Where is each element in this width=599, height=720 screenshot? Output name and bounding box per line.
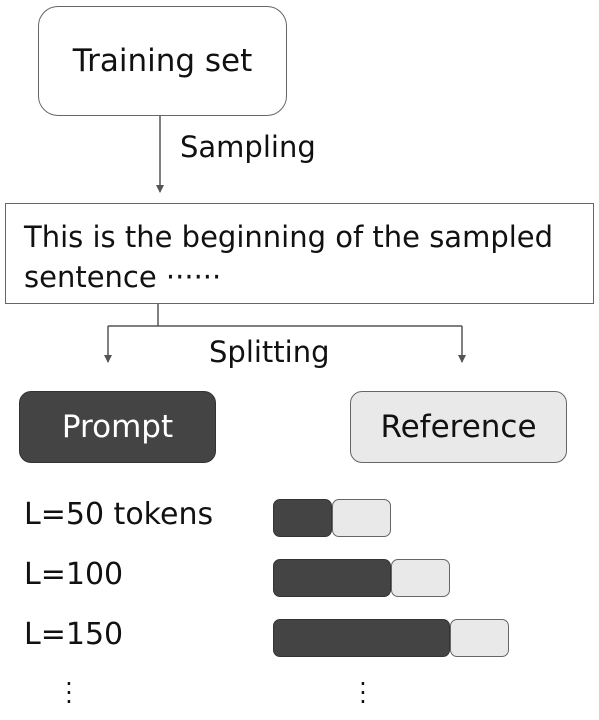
- reference-bar-100: [391, 559, 450, 597]
- continuation-dots-right: ···: [359, 670, 367, 716]
- training-set-box: Training set: [38, 6, 287, 116]
- continuation-dots-left: ···: [65, 670, 73, 716]
- length-label-150: L=150: [24, 617, 124, 652]
- prompt-bar-50: [273, 499, 332, 537]
- sampled-sentence-box: This is the beginning of the sampled sen…: [5, 203, 594, 304]
- prompt-label: Prompt: [61, 409, 174, 445]
- reference-box: Reference: [350, 391, 567, 463]
- splitting-label: Splitting: [209, 335, 330, 369]
- length-label-50: L=50 tokens: [24, 497, 214, 532]
- prompt-bar-150: [273, 619, 450, 657]
- reference-bar-50: [332, 499, 391, 537]
- training-set-label: Training set: [72, 43, 253, 79]
- prompt-bar-100: [273, 559, 391, 597]
- reference-bar-150: [450, 619, 509, 657]
- reference-label: Reference: [380, 409, 537, 445]
- sampled-sentence-text: This is the beginning of the sampled sen…: [24, 220, 554, 294]
- sampling-label: Sampling: [180, 130, 316, 164]
- prompt-box: Prompt: [19, 391, 216, 463]
- length-label-100: L=100: [24, 557, 124, 592]
